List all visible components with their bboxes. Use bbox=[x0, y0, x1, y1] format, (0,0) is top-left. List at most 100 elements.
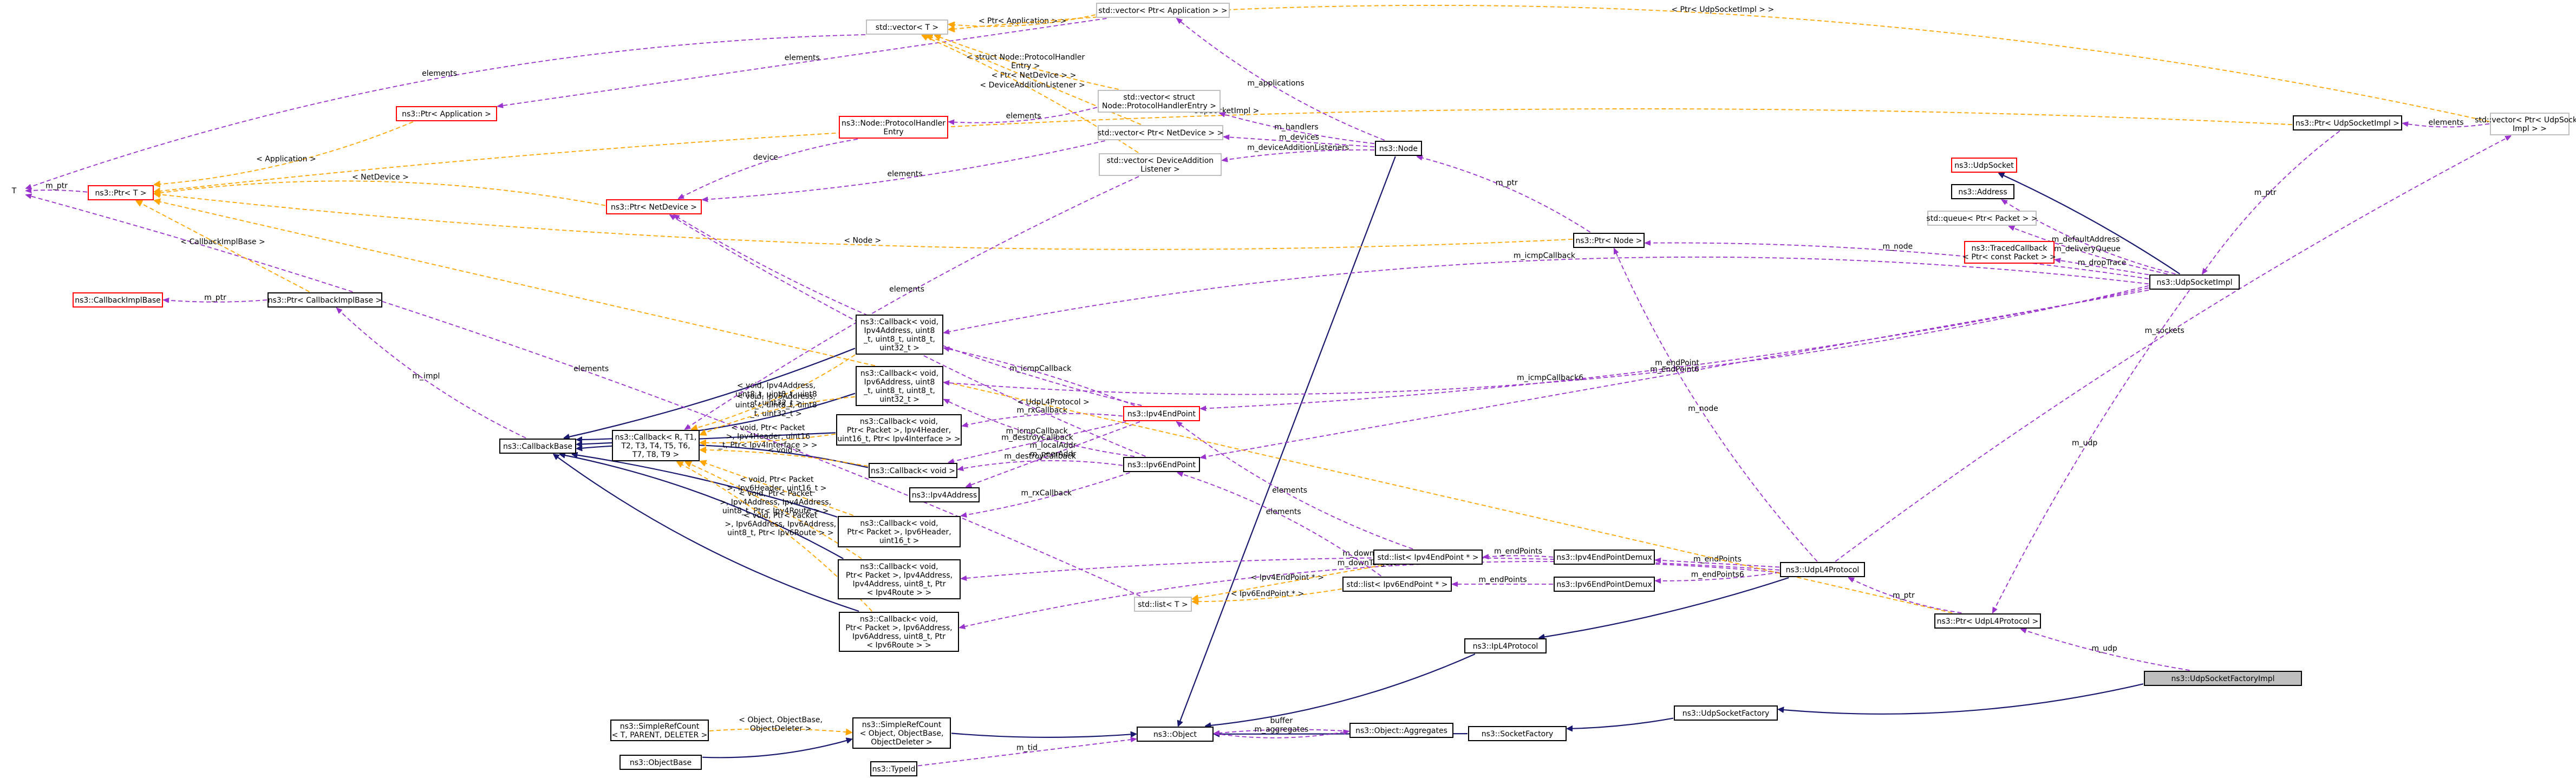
edge-template-ptr_application-to-ptr_t bbox=[154, 121, 414, 185]
edge-label-udpsocketimpl-to-ipv6endpoint: m_endPoint6 bbox=[1650, 365, 1699, 374]
class-node-cb_void[interactable]: ns3::Callback< void > bbox=[869, 463, 957, 478]
class-node-queue[interactable]: std::queue< Ptr< Packet > > bbox=[1926, 211, 2038, 226]
class-node-objectbase[interactable]: ns3::ObjectBase bbox=[619, 755, 702, 770]
edge-template-cb_icmp4-to-cb_template bbox=[692, 354, 856, 429]
edge-label-cb_rx6-to-cb_template: < void, Ptr< Packet>, Ipv6Header, uint16… bbox=[727, 475, 826, 493]
class-node-object[interactable]: ns3::Object bbox=[1137, 727, 1214, 742]
class-label: ns3::Ptr< UdpL4Protocol > bbox=[1937, 617, 2039, 626]
class-label: ns3::Ipv6EndPointDemux bbox=[1556, 580, 1652, 589]
edge-inherit-ipl4-to-object bbox=[1205, 653, 1476, 726]
class-node-list_ipv6[interactable]: std::list< Ipv6EndPoint * > bbox=[1342, 577, 1452, 592]
class-node-node[interactable]: ns3::Node bbox=[1375, 141, 1422, 156]
class-node-ptr_udpsocketimpl[interactable]: ns3::Ptr< UdpSocketImpl > bbox=[2293, 115, 2402, 130]
edge-label-vec_netdevice-to-ptr_netdevice: elements bbox=[887, 169, 922, 178]
class-node-ptr_application[interactable]: ns3::Ptr< Application > bbox=[396, 106, 497, 121]
edge-use-callbackbase-to-ptr_cbimplbase bbox=[337, 308, 526, 439]
class-node-cb_template[interactable]: ns3::Callback< R, T1,T2, T3, T4, T5, T6,… bbox=[612, 430, 700, 461]
class-node-ipv4endpoint[interactable]: ns3::Ipv4EndPoint bbox=[1123, 406, 1200, 421]
class-node-ipv6endpoint[interactable]: ns3::Ipv6EndPoint bbox=[1123, 457, 1200, 472]
class-node-simplerefcount_t[interactable]: ns3::SimpleRefCount< T, PARENT, DELETER … bbox=[610, 720, 709, 741]
class-label: ns3::CallbackImplBase bbox=[75, 296, 161, 305]
class-label: ns3::Callback< void > bbox=[871, 467, 955, 475]
class-node-ptr_cbimplbase[interactable]: ns3::Ptr< CallbackImplBase > bbox=[268, 292, 382, 308]
class-node-cbimplbase[interactable]: ns3::CallbackImplBase bbox=[73, 292, 163, 308]
edge-use-ipv6endpoint-to-cb_void bbox=[958, 460, 1123, 469]
class-label: std::vector< Ptr< Application > > bbox=[1098, 6, 1227, 15]
edge-inherit-node-to-object bbox=[1178, 156, 1396, 726]
edge-template-cb_icmp6-to-cb_template bbox=[700, 396, 856, 435]
class-node-cb_down6[interactable]: ns3::Callback< void,Ptr< Packet >, Ipv6A… bbox=[839, 612, 959, 652]
class-box bbox=[839, 116, 948, 139]
class-node-vector_t[interactable]: std::vector< T > bbox=[866, 19, 948, 35]
class-node-typeid[interactable]: ns3::TypeId bbox=[870, 761, 917, 776]
class-node-callbackbase[interactable]: ns3::CallbackBase bbox=[499, 439, 576, 454]
edge-template-cb_rx4-to-cb_template bbox=[700, 433, 836, 443]
edge-label-udpsocketimpl-to-queue: m_deliveryQueue bbox=[2054, 245, 2121, 253]
edge-use-object-to-aggregates bbox=[1214, 731, 1349, 738]
class-node-ipv4address[interactable]: ns3::Ipv4Address bbox=[909, 487, 980, 502]
class-node-ptr_netdevice[interactable]: ns3::Ptr< NetDevice > bbox=[606, 199, 702, 214]
edge-use-udpsocketimpl-to-tracedcb bbox=[2055, 260, 2149, 276]
class-label: ns3::Callback< void,Ptr< Packet >, Ipv6A… bbox=[845, 615, 952, 650]
class-node-cb_rx4[interactable]: ns3::Callback< void,Ptr< Packet >, Ipv4H… bbox=[836, 414, 962, 446]
class-node-vec_netdevice[interactable]: std::vector< Ptr< NetDevice > > bbox=[1098, 125, 1223, 140]
edge-use-vec_protocol-to-protocolhandler bbox=[949, 107, 1098, 122]
class-node-tracedcb[interactable]: ns3::TracedCallback< Ptr< const Packet >… bbox=[1962, 241, 2056, 264]
class-node-udpsocketimpl[interactable]: ns3::UdpSocketImpl bbox=[2149, 274, 2240, 290]
class-box bbox=[1934, 613, 2041, 629]
class-node-list_ipv4[interactable]: std::list< Ipv4EndPoint * > bbox=[1373, 550, 1483, 565]
class-node-ptr_t[interactable]: ns3::Ptr< T > bbox=[88, 185, 154, 200]
class-label: ns3::UdpSocketImpl bbox=[2157, 278, 2233, 287]
edge-use-aggregates-to-object bbox=[1214, 729, 1349, 733]
class-node-ipv6demux[interactable]: ns3::Ipv6EndPointDemux bbox=[1554, 577, 1655, 592]
class-node-cb_down4[interactable]: ns3::Callback< void,Ptr< Packet >, Ipv4A… bbox=[838, 559, 961, 599]
class-node-address[interactable]: ns3::Address bbox=[1951, 184, 2014, 199]
class-node-ptr_udpl4[interactable]: ns3::Ptr< UdpL4Protocol > bbox=[1934, 613, 2041, 629]
class-box bbox=[869, 463, 957, 478]
edge-use-node-to-vec_protocol bbox=[1219, 113, 1375, 145]
class-node-udpl4[interactable]: ns3::UdpL4Protocol bbox=[1780, 562, 1865, 577]
class-node-socketfactory[interactable]: ns3::SocketFactory bbox=[1468, 726, 1567, 741]
edge-use-vec_devlistener-to-cb_template bbox=[685, 176, 1139, 429]
edge-label-protocolhandler-to-ptr_netdevice: device bbox=[753, 153, 778, 162]
class-node-cb_rx6[interactable]: ns3::Callback< void,Ptr< Packet >, Ipv6H… bbox=[838, 516, 961, 547]
class-node-ptr_node[interactable]: ns3::Ptr< Node > bbox=[1573, 233, 1645, 248]
class-node-udpfactory[interactable]: ns3::UdpSocketFactory bbox=[1674, 705, 1778, 721]
class-label: ns3::Callback< void,Ipv4Address, uint8_t… bbox=[860, 318, 938, 352]
edge-template-vec_devlistener-to-vector_t bbox=[922, 35, 1139, 153]
edge-template-ptr_cbimplbase-to-ptr_t bbox=[136, 201, 310, 292]
edge-label-vec_app-to-vector_t: < Ptr< Application > > bbox=[979, 17, 1067, 25]
class-box bbox=[1468, 726, 1567, 741]
class-node-cb_icmp4[interactable]: ns3::Callback< void,Ipv4Address, uint8_t… bbox=[856, 315, 943, 355]
class-node-udpfactoryimpl[interactable]: ns3::UdpSocketFactoryImpl bbox=[2144, 671, 2302, 686]
class-label: ns3::IpL4Protocol bbox=[1473, 642, 1538, 651]
class-node-vec_app[interactable]: std::vector< Ptr< Application > > bbox=[1096, 3, 1230, 18]
class-node-simplerefcount[interactable]: ns3::SimpleRefCount< Object, ObjectBase,… bbox=[852, 717, 951, 749]
class-box bbox=[852, 717, 951, 749]
edge-label-ptr_udpl4-to-udpl4: m_ptr bbox=[1893, 591, 1915, 600]
class-node-udpsocket[interactable]: ns3::UdpSocket bbox=[1951, 158, 2017, 173]
class-box bbox=[1123, 457, 1200, 472]
edge-template-ptr_netdevice-to-ptr_t bbox=[154, 180, 606, 206]
class-box bbox=[866, 19, 948, 35]
edge-use-ptr_udpl4-to-udpl4 bbox=[1849, 578, 1962, 613]
class-box bbox=[1123, 406, 1200, 421]
edge-label-vec_udpsocketimpl-to-ptr_udpsocketimpl: elements bbox=[2428, 119, 2463, 127]
edge-inherit-udpl4-to-ipl4 bbox=[1539, 577, 1789, 638]
class-label: ns3::UdpL4Protocol bbox=[1786, 566, 1860, 574]
class-node-cb_icmp6[interactable]: ns3::Callback< void,Ipv6Address, uint8_t… bbox=[856, 366, 943, 406]
edge-label-ptr_netdevice-to-ptr_t: < NetDevice > bbox=[352, 173, 409, 181]
class-node-aggregates[interactable]: ns3::Object::Aggregates bbox=[1349, 723, 1453, 738]
class-node-ipv4demux[interactable]: ns3::Ipv4EndPointDemux bbox=[1554, 550, 1655, 565]
class-node-ipl4[interactable]: ns3::IpL4Protocol bbox=[1464, 638, 1547, 653]
class-label: ns3::ObjectBase bbox=[630, 759, 692, 767]
edge-use-list_t-to-t bbox=[26, 195, 1141, 597]
class-node-list_t[interactable]: std::list< T > bbox=[1134, 597, 1192, 612]
